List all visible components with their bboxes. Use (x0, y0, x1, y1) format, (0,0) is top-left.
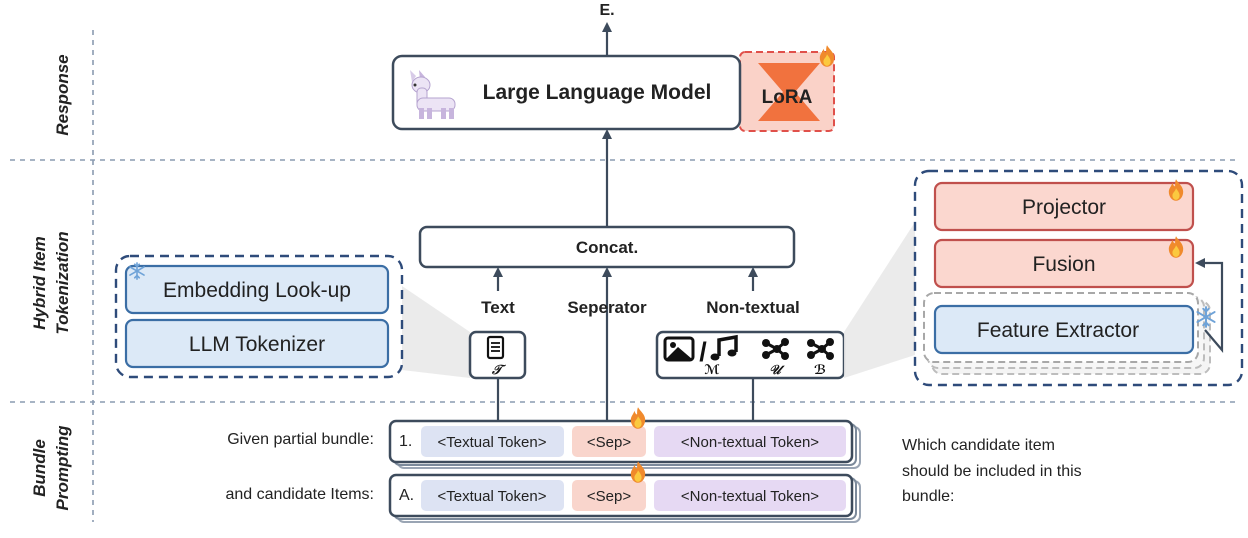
question-text: Which candidate item should be included … (902, 437, 1082, 505)
nontextual-token-label: <Non-textual Token> (681, 434, 819, 451)
textual-token-chip (421, 480, 564, 511)
output-label: E. (599, 2, 614, 19)
multimodal-symbol: ℳ (704, 362, 720, 377)
section-label-prompting: Bundle Prompting (30, 425, 72, 511)
nontextual-token-chip (654, 426, 846, 457)
question-line: bundle: (902, 488, 955, 505)
llama-icon (410, 70, 456, 119)
bundle-symbol: ℬ (814, 362, 826, 377)
document-icon (486, 335, 505, 360)
branch-label-text: Text (481, 298, 515, 317)
nontextual-token-chip (654, 480, 846, 511)
fusion-box (933, 238, 1195, 289)
right-zoom-funnel (844, 222, 915, 378)
fusion-label: Fusion (1032, 253, 1095, 276)
branch-label-nontextual: Non-textual (706, 298, 800, 317)
nontextual-token-label: <Non-textual Token> (681, 488, 819, 505)
sep-token-chip (572, 426, 646, 457)
sep-token-label: <Sep> (587, 488, 631, 505)
fire-icon (630, 407, 646, 429)
prompt-row-index: 1. (399, 433, 412, 450)
sep-token-chip (572, 480, 646, 511)
projector-label: Projector (1022, 196, 1106, 219)
lora-hourglass-icon (758, 63, 820, 121)
slash-symbol: / (699, 337, 707, 367)
music-note-icon (710, 334, 738, 361)
question-line: should be included in this (902, 463, 1082, 480)
textual-token-chip (421, 426, 564, 457)
extractor-label: Feature Extractor (977, 319, 1139, 342)
svg-text:Prompting: Prompting (53, 425, 72, 511)
extractor-box (933, 304, 1195, 355)
prompt-row-label: Given partial bundle: (227, 431, 374, 448)
svg-text:Bundle: Bundle (30, 439, 49, 497)
prompt-row: and candidate Items: A. <Textual Token> … (225, 461, 854, 518)
embedding-label: Embedding Look-up (163, 279, 351, 302)
textual-token-label: <Textual Token> (438, 488, 547, 505)
prompt-row-index: A. (399, 487, 414, 504)
embedding-box (124, 264, 390, 315)
lora-label: LoRA (762, 87, 813, 108)
prompt-row: Given partial bundle: 1. <Textual Token>… (227, 407, 854, 464)
tokenizer-box (124, 318, 390, 369)
sep-token-label: <Sep> (587, 434, 631, 451)
fire-icon (819, 45, 835, 67)
extractor-to-fusion-arrow (1195, 258, 1224, 353)
svg-text:Tokenization: Tokenization (53, 231, 72, 334)
left-zoom-funnel (402, 286, 470, 378)
svg-text:Response: Response (53, 54, 72, 135)
branch-label-separator: Seperator (567, 298, 647, 317)
svg-text:Hybrid Item: Hybrid Item (30, 236, 49, 330)
prompt-row-label: and candidate Items: (225, 486, 374, 503)
llm-title: Large Language Model (483, 81, 712, 104)
concat-label: Concat. (576, 238, 638, 257)
question-line: Which candidate item (902, 437, 1055, 454)
tokenizer-label: LLM Tokenizer (189, 333, 325, 356)
section-label-response: Response (53, 54, 72, 135)
projector-box (933, 181, 1195, 232)
image-icon (663, 336, 695, 362)
textual-token-label: <Textual Token> (438, 434, 547, 451)
section-dividers (10, 30, 1240, 522)
llm-box (391, 54, 742, 131)
section-label-tokenization: Hybrid Item Tokenization (30, 231, 72, 334)
